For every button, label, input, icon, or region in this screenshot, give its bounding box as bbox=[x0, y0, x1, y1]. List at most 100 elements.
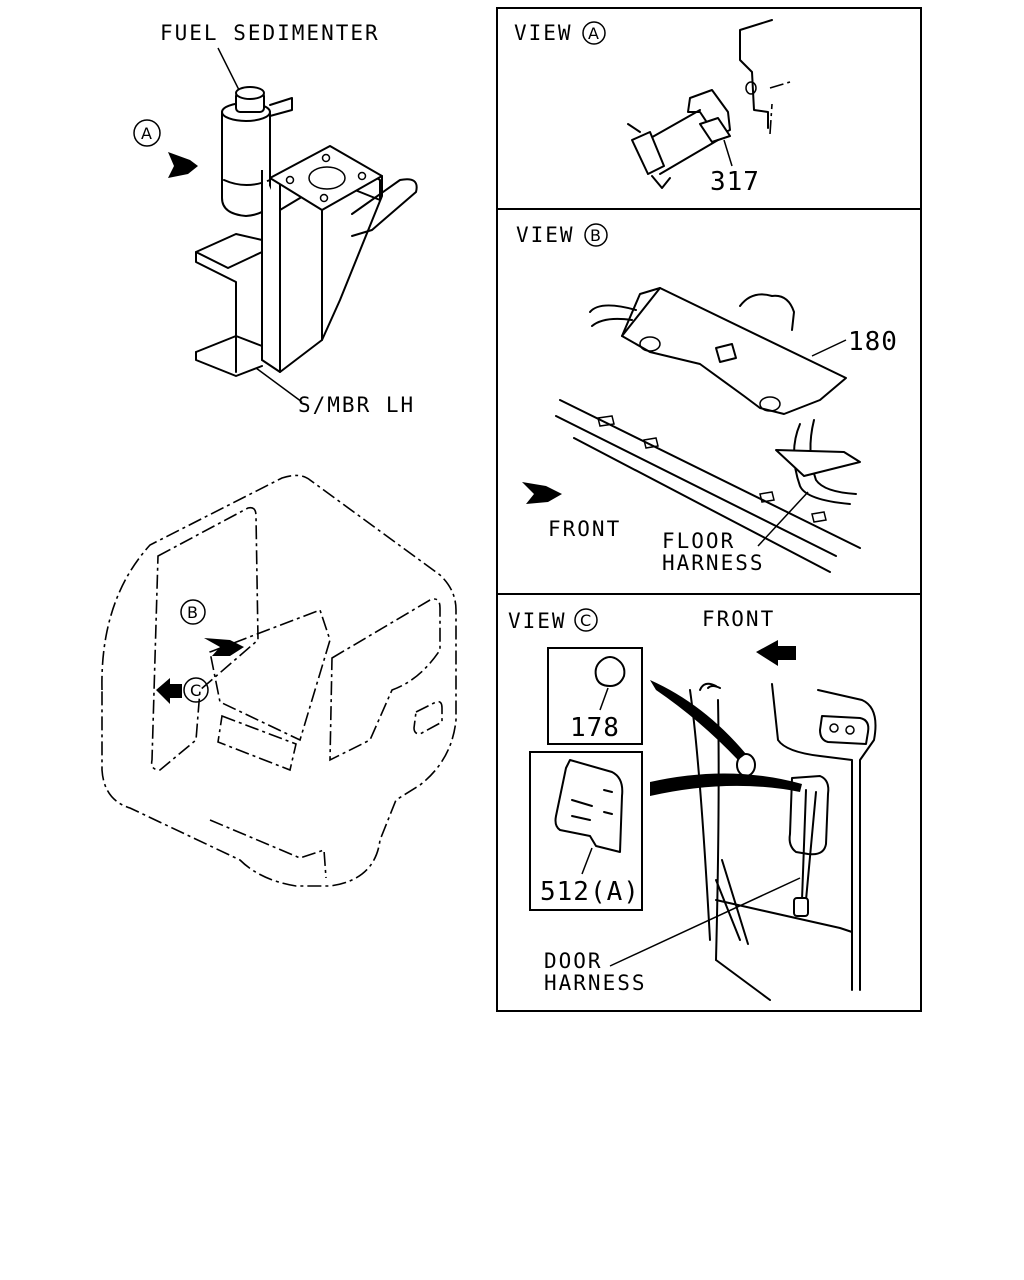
door-connector-pin-1 bbox=[829, 723, 839, 733]
side-member-leader bbox=[255, 367, 303, 403]
view-a-title-letter: A bbox=[588, 24, 599, 43]
part-317-clip-lower bbox=[699, 117, 731, 143]
floor-harness-pad bbox=[775, 449, 861, 477]
cab-body bbox=[101, 474, 457, 887]
view-b-title: VIEW bbox=[516, 223, 575, 247]
view-c-title-letter: C bbox=[580, 611, 591, 630]
view-a-phantom bbox=[769, 81, 791, 135]
cab-seat-base bbox=[217, 714, 297, 772]
part-317-leader bbox=[723, 139, 733, 167]
side-member-bottom-flange-lower bbox=[195, 351, 263, 377]
view-a-bracket bbox=[739, 19, 773, 129]
part-180-saddle bbox=[739, 293, 795, 331]
floor-harness-label-line1: FLOOR bbox=[662, 529, 735, 553]
view-a-title: VIEW bbox=[514, 21, 573, 45]
door-harness-label-line2: HARNESS bbox=[544, 971, 647, 995]
part-180-label: 180 bbox=[848, 327, 898, 357]
door-harness-wire bbox=[801, 789, 817, 901]
view-b-title-letter: B bbox=[590, 226, 601, 245]
part-178-icon bbox=[594, 656, 626, 687]
panels-border bbox=[496, 7, 922, 1012]
view-a-bracket-hole bbox=[745, 81, 757, 95]
floor-harness-leader bbox=[757, 491, 809, 547]
door-connector-plate bbox=[819, 715, 870, 745]
view-b-panel: VIEW B 180 FRONT FLOOR HARNESS bbox=[516, 223, 898, 575]
side-member-bottom-flange-upper bbox=[195, 335, 263, 361]
part-178-box bbox=[547, 647, 643, 745]
side-member-web bbox=[195, 251, 237, 373]
cab-door-window bbox=[329, 598, 441, 762]
view-a-title-circle bbox=[582, 21, 606, 45]
side-member-label: S/MBR LH bbox=[298, 393, 415, 417]
part-178-label: 178 bbox=[570, 713, 620, 743]
view-b-front-label: FRONT bbox=[548, 517, 621, 541]
view-c-front-arrow-icon bbox=[756, 640, 796, 666]
bracket-hook bbox=[351, 178, 418, 237]
bracket-front-edge bbox=[279, 209, 323, 373]
view-c-title-circle bbox=[574, 608, 598, 632]
part-317-label: 317 bbox=[710, 167, 760, 197]
cab-outline: B C bbox=[101, 474, 457, 887]
view-a-arrow-icon bbox=[168, 152, 198, 178]
bracket-side-edge bbox=[321, 175, 383, 341]
bolt-hole-3 bbox=[357, 171, 367, 181]
floor-harness-left bbox=[589, 304, 637, 327]
view-a-panel: VIEW A 317 bbox=[514, 19, 791, 197]
view-panels-frame bbox=[496, 7, 922, 1012]
part-512-icon-detail bbox=[571, 789, 613, 821]
part-512-installed bbox=[788, 775, 830, 856]
cab-rear-window bbox=[150, 506, 259, 771]
bolt-hole-2 bbox=[321, 153, 331, 163]
view-c-title: VIEW bbox=[508, 609, 567, 633]
floor-panel-holes bbox=[597, 415, 827, 523]
floor-harness-right bbox=[793, 419, 857, 505]
part-178-callout-wedge bbox=[650, 680, 746, 760]
bracket-hole bbox=[308, 166, 346, 190]
view-b-front-arrow-icon bbox=[522, 482, 562, 504]
floor-harness-label-line2: HARNESS bbox=[662, 551, 765, 575]
part-512-label: 512(A) bbox=[540, 877, 640, 907]
part-180-cover-edge bbox=[621, 287, 661, 337]
door-harness-label-line1: DOOR bbox=[544, 949, 603, 973]
view-b-title-circle bbox=[584, 223, 608, 247]
door-harness-leader bbox=[609, 877, 801, 967]
view-b-marker-circle bbox=[180, 599, 206, 625]
side-member-top-flange bbox=[195, 233, 263, 269]
view-c-panel: VIEW C FRONT 178 512(A) DOO bbox=[508, 607, 877, 1001]
view-b-arrow-icon bbox=[204, 638, 244, 656]
door-harness-connector bbox=[793, 897, 809, 917]
view-a-marker-letter: A bbox=[141, 124, 152, 143]
part-512-leader bbox=[581, 847, 593, 875]
view-a-connector bbox=[631, 131, 665, 175]
door-hinge-marks bbox=[699, 682, 721, 691]
door-connector-pin-2 bbox=[845, 725, 855, 735]
view-b-marker-letter: B bbox=[187, 603, 198, 622]
door-strap bbox=[715, 859, 749, 945]
part-178-leader bbox=[599, 687, 609, 711]
view-c-marker-letter: C bbox=[190, 681, 201, 700]
sedimenter-cap-top bbox=[235, 86, 265, 100]
part-512-callout-wedge bbox=[650, 773, 802, 796]
view-c-marker-circle bbox=[183, 677, 209, 703]
bolt-hole-1 bbox=[285, 175, 295, 185]
door-lower-edge bbox=[715, 959, 771, 1001]
cab-step bbox=[209, 819, 327, 879]
part-180-hole-right bbox=[759, 396, 781, 412]
door-pillar bbox=[771, 683, 853, 991]
bolt-hole-4 bbox=[319, 193, 329, 203]
door-pillar-outer bbox=[817, 689, 877, 991]
part-180-leader bbox=[811, 339, 847, 357]
cab-door-handle bbox=[413, 700, 443, 735]
fuel-sedimenter-label: FUEL SEDIMENTER bbox=[160, 21, 380, 45]
door-sill bbox=[715, 899, 853, 933]
view-a-cable-ends bbox=[627, 123, 671, 189]
part-180-tab bbox=[715, 343, 737, 363]
part-180-hole-left bbox=[639, 336, 661, 352]
view-c-front-label: FRONT bbox=[702, 607, 775, 631]
view-c-arrow-icon bbox=[156, 678, 182, 704]
sedimenter-fitting bbox=[269, 97, 293, 117]
fuel-sedimenter-assembly: FUEL SEDIMENTER A S/MBR LH bbox=[133, 21, 418, 417]
view-a-marker-circle bbox=[133, 119, 161, 147]
cab-seat-back bbox=[209, 608, 331, 742]
